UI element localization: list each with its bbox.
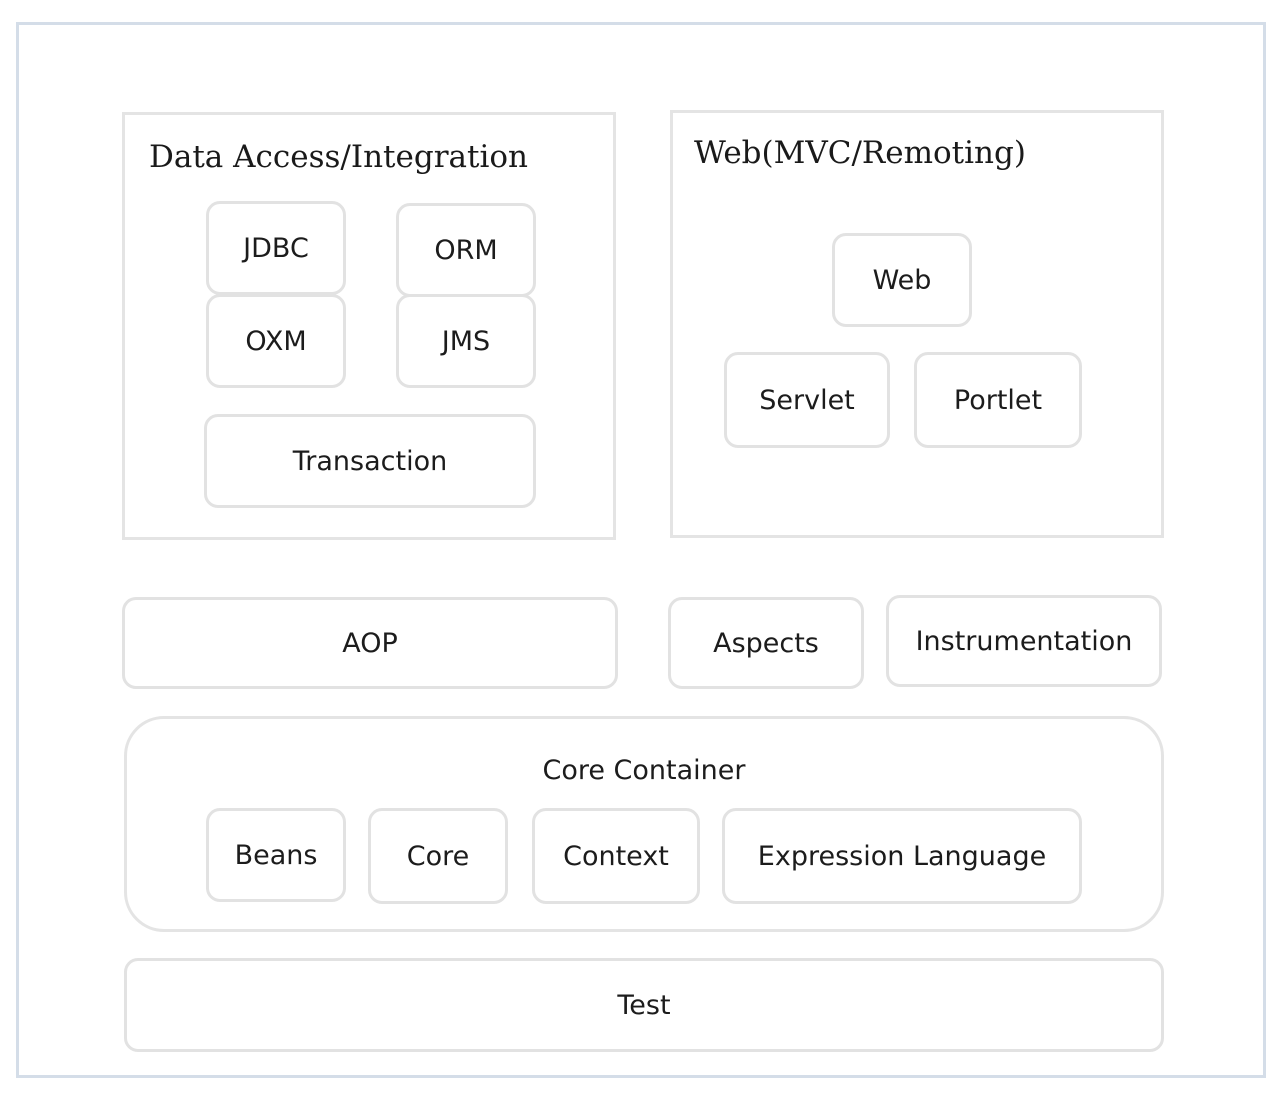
test-module: Test <box>124 958 1164 1052</box>
instrumentation-module: Instrumentation <box>886 595 1162 687</box>
expression-language-module: Expression Language <box>722 808 1082 904</box>
portlet-module: Portlet <box>914 352 1082 448</box>
servlet-module: Servlet <box>724 352 890 448</box>
diagram-frame <box>16 22 1266 1078</box>
core-container-title: Core Container <box>542 755 746 786</box>
aspects-module: Aspects <box>668 597 864 689</box>
beans-module: Beans <box>206 808 346 902</box>
web-module: Web <box>832 233 972 327</box>
orm-module: ORM <box>396 203 536 297</box>
data-access-integration-title: Data Access/Integration <box>149 139 529 175</box>
oxm-module: OXM <box>206 294 346 388</box>
jms-module: JMS <box>396 294 536 388</box>
jdbc-module: JDBC <box>206 201 346 295</box>
context-module: Context <box>532 808 700 904</box>
transaction-module: Transaction <box>204 414 536 508</box>
web-mvc-remoting-title: Web(MVC/Remoting) <box>694 135 1026 171</box>
core-module: Core <box>368 808 508 904</box>
aop-module: AOP <box>122 597 618 689</box>
